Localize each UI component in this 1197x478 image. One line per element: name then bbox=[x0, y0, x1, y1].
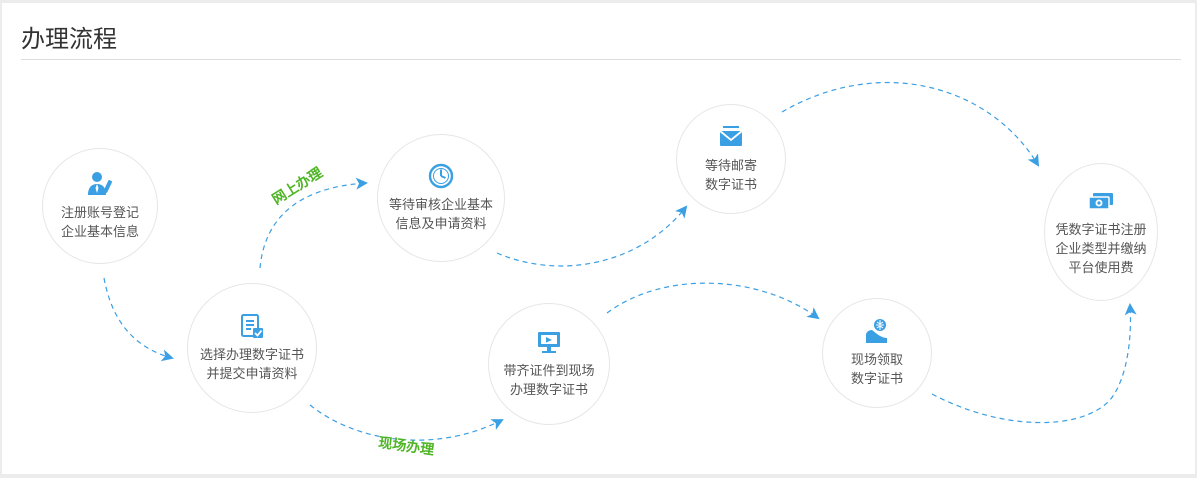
arrow-mail-to-pay bbox=[781, 82, 1040, 167]
step-choose: 选择办理数字证书 并提交申请资料 bbox=[187, 283, 317, 413]
step-label: 凭数字证书注册 企业类型并缴纳 平台使用费 bbox=[1055, 222, 1147, 276]
envelope-icon bbox=[719, 126, 743, 146]
step-register: 注册账号登记 企业基本信息 bbox=[42, 148, 158, 264]
checklist-icon bbox=[241, 314, 263, 338]
monitor-icon bbox=[538, 332, 560, 353]
step-label: 等待邮寄 数字证书 bbox=[704, 159, 757, 193]
user-register-icon bbox=[88, 172, 113, 195]
step-label: 注册账号登记 企业基本信息 bbox=[60, 206, 139, 240]
step-pay: 凭数字证书注册 企业类型并缴纳 平台使用费 bbox=[1044, 163, 1158, 301]
title-divider bbox=[21, 59, 1181, 60]
page-title: 办理流程 bbox=[21, 25, 117, 53]
arrow-review-to-mail bbox=[496, 205, 688, 267]
step-bring: 带齐证件到现场 办理数字证书 bbox=[488, 303, 610, 425]
step-collect: 现场领取 数字证书 bbox=[822, 298, 932, 408]
step-mail: 等待邮寄 数字证书 bbox=[676, 104, 786, 214]
step-label: 带齐证件到现场 办理数字证书 bbox=[503, 364, 595, 398]
arrow-bring-to-collect bbox=[606, 282, 820, 320]
hand-globe-icon bbox=[866, 319, 887, 343]
arrow-choose-to-bring bbox=[309, 404, 504, 441]
arrow-choose-to-review bbox=[259, 177, 368, 269]
step-label: 选择办理数字证书 并提交申请资料 bbox=[199, 348, 304, 382]
step-label: 等待审核企业基本 信息及申请资料 bbox=[388, 198, 493, 232]
step-review: 等待审核企业基本 信息及申请资料 bbox=[377, 134, 505, 262]
arrow-collect-to-pay bbox=[931, 303, 1137, 424]
money-icon bbox=[1088, 192, 1113, 210]
arrow-register-to-choose bbox=[103, 277, 174, 362]
clock-icon bbox=[428, 163, 454, 189]
step-label: 现场领取 数字证书 bbox=[850, 353, 903, 387]
